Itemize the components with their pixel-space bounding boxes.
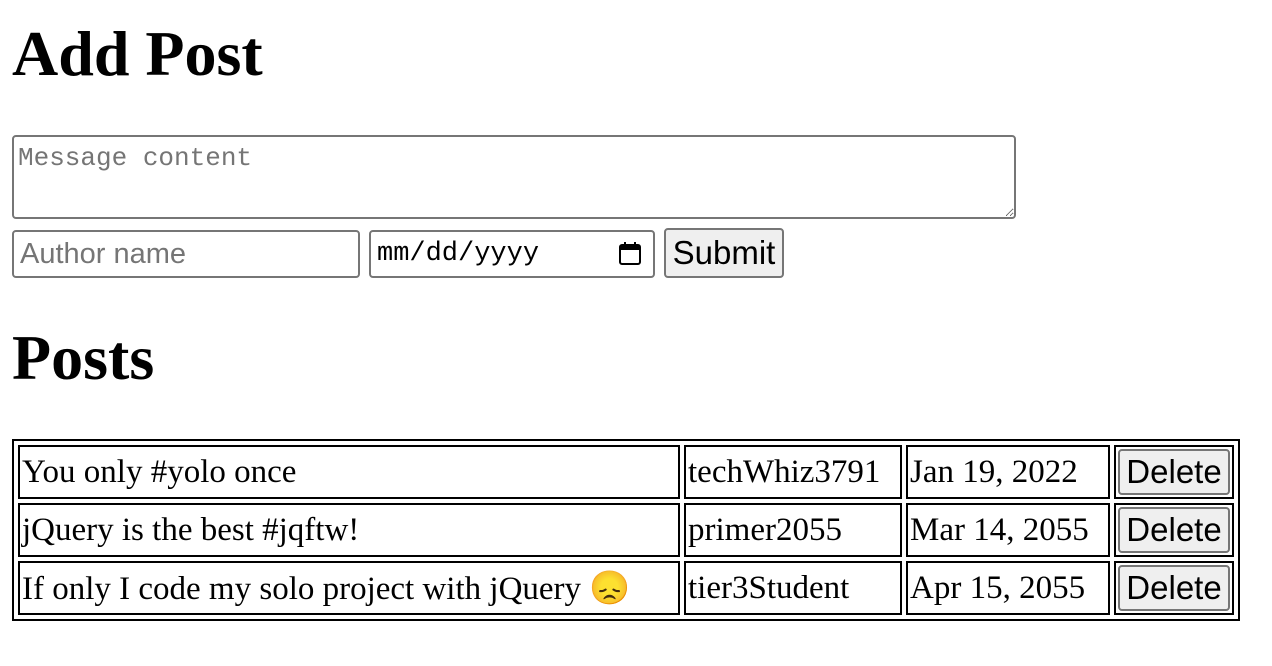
post-date: Mar 14, 2055 — [906, 503, 1110, 557]
date-input[interactable]: mm/dd/yyyy — [369, 230, 655, 278]
posts-heading: Posts — [12, 322, 155, 393]
post-action-cell: Delete — [1114, 561, 1234, 615]
post-date: Jan 19, 2022 — [906, 445, 1110, 499]
post-message: If only I code my solo project with jQue… — [18, 561, 680, 615]
delete-button[interactable]: Delete — [1118, 449, 1230, 495]
table-row: jQuery is the best #jqftw! primer2055 Ma… — [18, 503, 1234, 557]
post-message: You only #yolo once — [18, 445, 680, 499]
posts-table: You only #yolo once techWhiz3791 Jan 19,… — [12, 439, 1240, 621]
table-row: You only #yolo once techWhiz3791 Jan 19,… — [18, 445, 1234, 499]
message-content-input[interactable] — [12, 135, 1016, 219]
author-name-input[interactable] — [12, 230, 360, 278]
post-author: techWhiz3791 — [684, 445, 902, 499]
delete-button[interactable]: Delete — [1118, 565, 1230, 611]
table-row: If only I code my solo project with jQue… — [18, 561, 1234, 615]
post-author: tier3Student — [684, 561, 902, 615]
post-action-cell: Delete — [1114, 503, 1234, 557]
post-message: jQuery is the best #jqftw! — [18, 503, 680, 557]
delete-button[interactable]: Delete — [1118, 507, 1230, 553]
add-post-heading: Add Post — [12, 18, 263, 89]
post-date: Apr 15, 2055 — [906, 561, 1110, 615]
calendar-icon[interactable] — [617, 241, 643, 267]
date-placeholder: mm/dd/yyyy — [377, 239, 540, 269]
submit-button[interactable]: Submit — [664, 228, 784, 278]
post-action-cell: Delete — [1114, 445, 1234, 499]
post-author: primer2055 — [684, 503, 902, 557]
